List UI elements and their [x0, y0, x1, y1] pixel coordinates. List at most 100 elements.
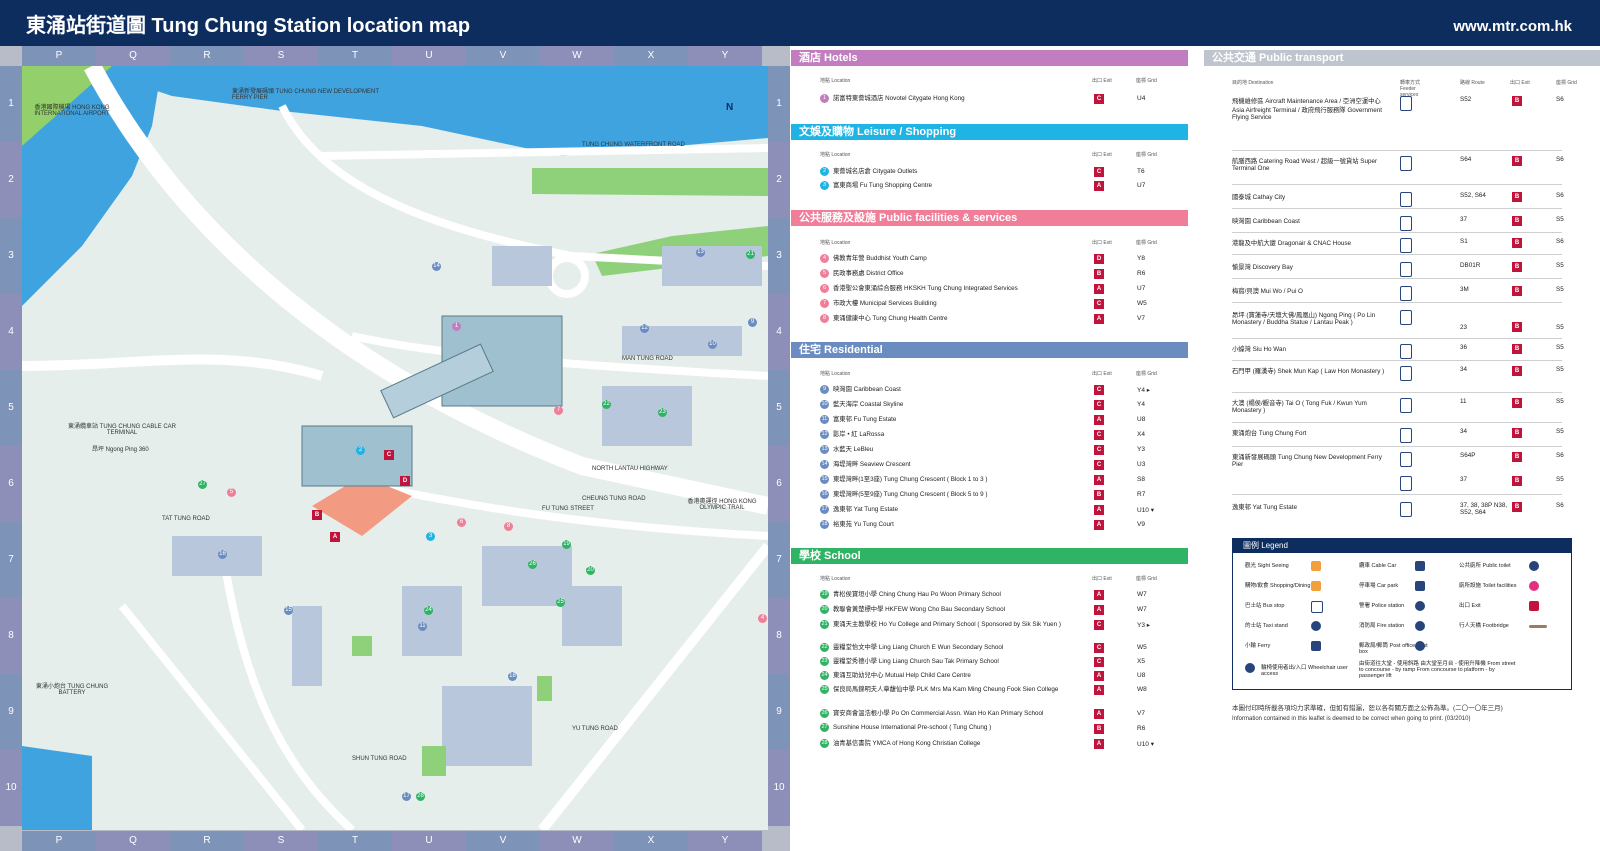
- exit-d-marker[interactable]: D: [400, 476, 410, 486]
- website-link[interactable]: www.mtr.com.hk: [1453, 18, 1572, 35]
- exit-b-marker[interactable]: B: [312, 510, 322, 520]
- map-pin[interactable]: 6: [457, 518, 466, 527]
- exit-badge: D: [1094, 254, 1104, 264]
- map-pin[interactable]: 4: [758, 614, 767, 623]
- exit-badge: C: [1094, 643, 1104, 653]
- transport-row[interactable]: 東涌新發展碼頭 Tung Chung New Development Ferry…: [1232, 452, 1564, 468]
- map-canvas[interactable]: 香港國際機場 HONG KONG INTERNATIONAL AIRPORT 東…: [22, 66, 768, 830]
- map-pin[interactable]: 7: [554, 406, 563, 415]
- map-pin[interactable]: 8: [504, 522, 513, 531]
- exit-badge: B: [1094, 724, 1104, 734]
- exit-a-marker[interactable]: A: [330, 532, 340, 542]
- legend-shopping: 購物/飲食 Shopping/Dining: [1245, 583, 1311, 589]
- transport-row[interactable]: 逸東邨 Yat Tung Estate 37, 38, 38P N38, S52…: [1232, 502, 1564, 517]
- map-pin[interactable]: 14: [432, 262, 441, 271]
- map-pin[interactable]: 15: [284, 606, 293, 615]
- map-pin[interactable]: 24: [424, 606, 433, 615]
- map-pin[interactable]: 22: [602, 400, 611, 409]
- map-pin[interactable]: 2: [356, 446, 365, 455]
- cheung-tung-road: [371, 482, 768, 540]
- legend-bus-stop: 巴士站 Bus stop: [1245, 603, 1285, 609]
- map-pin[interactable]: 3: [426, 532, 435, 541]
- row-divider: [1232, 184, 1562, 185]
- map-pin[interactable]: 16: [218, 550, 227, 559]
- map-pin[interactable]: 26: [528, 560, 537, 569]
- col-location: 地點 Location: [820, 371, 851, 377]
- grid-ref: R6: [1137, 725, 1146, 732]
- exit-badge: A: [1094, 415, 1104, 425]
- col-feeder: 轉車方式 Feeder services: [1400, 80, 1421, 98]
- transport-row[interactable]: 飛機維修區 Aircraft Maintenance Area / 亞洲空運中心…: [1232, 96, 1564, 121]
- transport-row[interactable]: 昂坪 (寶蓮寺/天壇大佛/鳳凰山) Ngong Ping ( Po Lin Mo…: [1232, 310, 1564, 332]
- map-pin[interactable]: 27: [198, 480, 207, 489]
- bus-icon: [1400, 262, 1412, 277]
- map-pin[interactable]: 10: [708, 340, 717, 349]
- map-pin[interactable]: 11: [418, 622, 427, 631]
- street-map[interactable]: P Q R S T U V W X Y P Q R S T U V W X Y …: [0, 46, 790, 851]
- map-pin[interactable]: 5: [227, 488, 236, 497]
- map-pin[interactable]: 25: [556, 598, 565, 607]
- row-divider: [1232, 422, 1562, 423]
- shopping-icon: [1311, 581, 1321, 591]
- grid-ref: Y8: [1137, 255, 1145, 262]
- grid-ref: V9: [1137, 521, 1145, 528]
- grid-row: 8: [768, 598, 790, 674]
- exit-badge: A: [1094, 475, 1104, 485]
- exit-badge: A: [1094, 590, 1104, 600]
- map-pin[interactable]: 17: [402, 792, 411, 801]
- header-bar: 東涌站街道圖 Tung Chung Station location map w…: [0, 0, 1600, 46]
- map-pin[interactable]: 19: [562, 540, 571, 549]
- map-pin[interactable]: 12: [640, 324, 649, 333]
- map-pin[interactable]: 13: [696, 248, 705, 257]
- transport-row[interactable]: 航膳西路 Catering Road West / 超級一號貨站 Super T…: [1232, 156, 1564, 172]
- map-pin[interactable]: 21: [746, 250, 755, 259]
- transport-row[interactable]: 大澳 (楊侯/觀音寺) Tai O ( Tong Fuk / Kwun Yum …: [1232, 398, 1564, 414]
- map-pin[interactable]: 23: [658, 408, 667, 417]
- map-pin[interactable]: 20: [586, 566, 595, 575]
- transport-row[interactable]: 石門甲 (羅漢寺) Shek Mun Kap ( Law Hon Monaste…: [1210, 366, 1570, 390]
- residential-blocks: [172, 246, 762, 766]
- map-pin[interactable]: 18: [508, 672, 517, 681]
- waterfront-road-label: TUNG CHUNG WATERFRONT ROAD: [582, 142, 685, 148]
- map-pin[interactable]: 9: [748, 318, 757, 327]
- compass-icon: N: [726, 102, 734, 113]
- map-pin[interactable]: 1: [452, 322, 461, 331]
- row-divider: [1232, 150, 1562, 151]
- star-icon: [1529, 581, 1539, 591]
- grid-ref: U4: [1137, 95, 1146, 102]
- grid-col: T: [318, 46, 392, 66]
- grid-col: Y: [688, 46, 762, 66]
- grid-ref: U10 ▾: [1137, 507, 1154, 514]
- exit-c-marker[interactable]: C: [384, 450, 394, 460]
- map-pin[interactable]: 28: [416, 792, 425, 801]
- grid-ref: Y3 ▸: [1137, 622, 1151, 629]
